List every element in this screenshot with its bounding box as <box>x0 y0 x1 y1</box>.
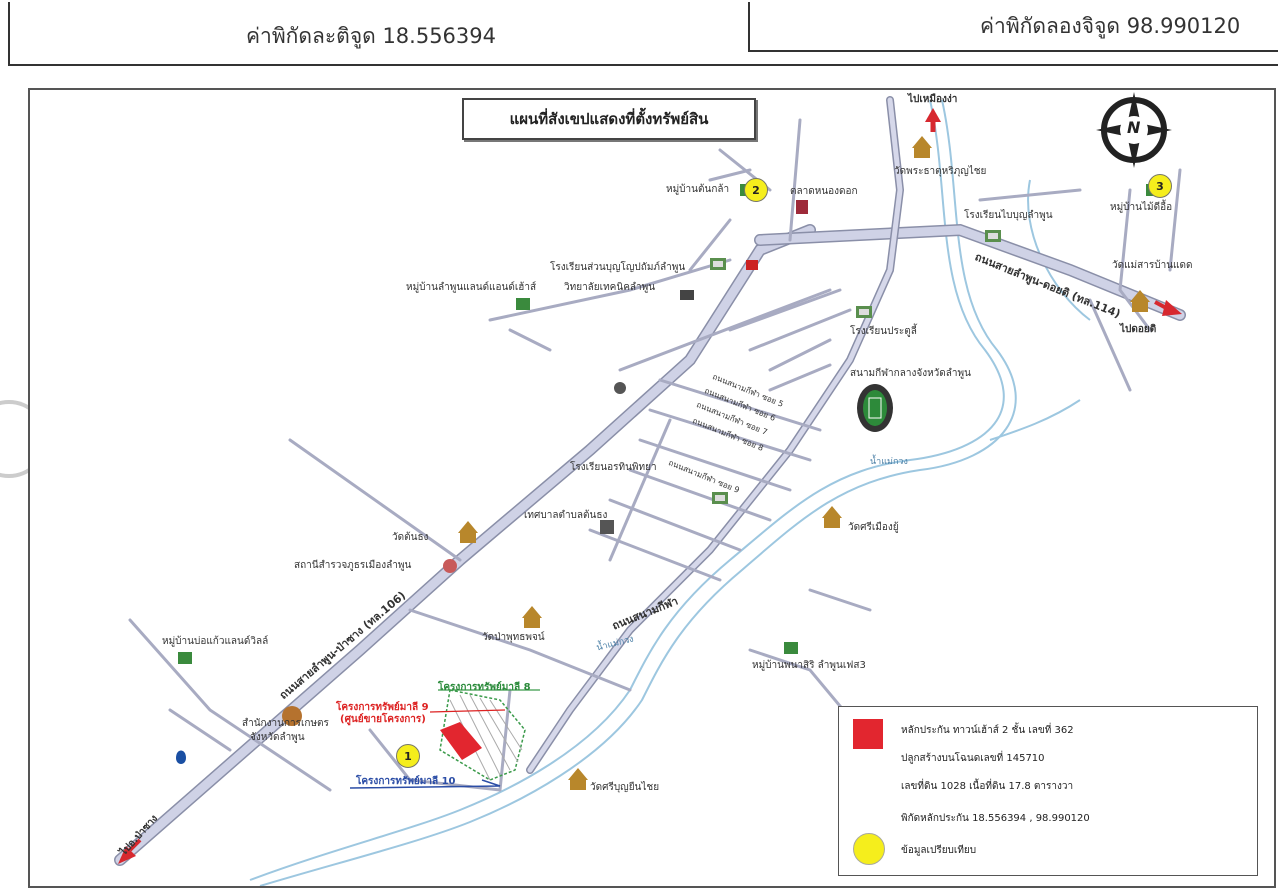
secondary-roads <box>128 118 1182 792</box>
comparable-marker-1: 1 <box>396 744 420 768</box>
label-stadium: สนามกีฬากลางจังหวัดลำพูน <box>850 368 971 379</box>
label-wat-phra-that: วัดพระธาตุหริภุญไชย <box>894 166 987 177</box>
label-wat-si-bunruang: วัดศรีบุญยืนไชย <box>590 782 660 793</box>
comparable-swatch <box>853 833 885 865</box>
label-project-9: โครงการทรัพย์มาลี 9 <box>336 702 429 713</box>
label-to-mueang-nga: ไปเหมืองง่า <box>908 94 958 105</box>
legend-line-1: หลักประกัน ทาวน์เฮ้าส์ 2 ชั้น เลขที่ 362 <box>901 725 1074 736</box>
label-project-8: โครงการทรัพย์มาลี 8 <box>438 682 531 693</box>
label-ban-mai-pen-sue: หมู่บ้านไม้ดีอื้อ <box>1110 202 1173 213</box>
building-icons <box>176 184 1160 764</box>
header-right-underline <box>748 50 1278 52</box>
label-wat-pa-phutthaphon: วัดป่าพุทธพจน์ <box>482 632 545 643</box>
legend-line-5: ข้อมูลเปรียบเทียบ <box>901 845 977 856</box>
label-wat-si-mueang: วัดศรีเมืองยู้ <box>848 522 899 533</box>
comparable-marker-2: 2 <box>744 178 768 202</box>
main-roads <box>114 96 1186 866</box>
label-college: วิทยาลัยเทคนิคลำพูน <box>564 282 656 293</box>
temple-icons <box>458 136 1150 790</box>
latitude-label: ค่าพิกัดละติจูด 18.556394 <box>246 24 497 48</box>
label-ban-ton-kla: หมู่บ้านต้นกล้า <box>666 184 730 195</box>
label-talat-nong-dok: ตลาดหนองดอก <box>790 186 858 197</box>
map-title: แผนที่สังเขปแสดงที่ตั้งทรัพย์สิน <box>462 98 756 140</box>
label-office-agri: สำนักงานการเกษตร <box>242 718 329 729</box>
label-wat-ton-thong: วัดต้นธง <box>392 532 429 543</box>
project-areas <box>349 689 540 789</box>
comparable-marker-3: 3 <box>1148 174 1172 198</box>
label-ban-bo-kaew: หมู่บ้านบ่อแก้วแลนด์วิลล์ <box>162 636 269 647</box>
direction-arrows <box>118 108 1182 864</box>
label-river-kuang-1: น้ำแม่กวง <box>870 457 908 467</box>
stadium-icon <box>857 384 893 432</box>
longitude-label: ค่าพิกัดลองจิจูด 98.990120 <box>980 14 1241 38</box>
label-ban-lamphun-land: หมู่บ้านลำพูนแลนด์แอนด์เฮ้าส์ <box>406 282 537 293</box>
legend-line-2: ปลูกสร้างบนโฉนดเลขที่ 145710 <box>901 753 1045 764</box>
property-map: แผนที่สังเขปแสดงที่ตั้งทรัพย์สิน N ไปเหม… <box>28 88 1276 888</box>
map-legend: หลักประกัน ทาวน์เฮ้าส์ 2 ชั้น เลขที่ 362… <box>838 706 1258 876</box>
map-canvas <box>114 92 1186 886</box>
header-divider <box>748 2 750 52</box>
label-project-9-sales: (ศูนย์ขายโครงการ) <box>340 714 426 725</box>
compass-north-label: N <box>1127 118 1141 137</box>
compass <box>1096 92 1172 168</box>
label-project-10: โครงการทรัพย์มาลี 10 <box>356 776 456 787</box>
label-to-doi-ti: ไปดอยติ <box>1120 324 1157 335</box>
collateral-swatch <box>853 719 883 749</box>
label-tessaban: เทศบาลตำบลต้นธง <box>524 510 608 521</box>
coordinate-header: ค่าพิกัดละติจูด 18.556394 ค่าพิกัดลองจิจ… <box>0 0 1285 70</box>
header-left-border <box>8 2 10 66</box>
header-bottom-border <box>8 64 1278 66</box>
label-office-agri-2: จังหวัดลำพูน <box>250 732 305 743</box>
legend-line-4: พิกัดหลักประกัน 18.556394 , 98.990120 <box>901 813 1090 824</box>
label-ban-phrasiri: หมู่บ้านพนาสิริ ลำพูนเฟส3 <box>752 660 866 671</box>
label-rongrian-suan-bunyo: โรงเรียนส่วนบุญโญปถัมภ์ลำพูน <box>550 262 686 273</box>
label-rongrian-anuban: โรงเรียนอรทินพิทยา <box>570 462 657 473</box>
label-wat-mae-san: วัดแม่สารบ้านแดด <box>1112 260 1193 271</box>
label-station-rubber: สถานีสำรวจภูธรเมืองลำพูน <box>294 560 412 571</box>
label-rongrian-pratu-li: โรงเรียนประตูลี้ <box>850 326 917 337</box>
label-rongrian-bunyawat: โรงเรียนไบบุญลำพูน <box>964 210 1053 221</box>
legend-line-3: เลขที่ดิน 1028 เนื้อที่ดิน 17.8 ตารางวา <box>901 781 1074 792</box>
